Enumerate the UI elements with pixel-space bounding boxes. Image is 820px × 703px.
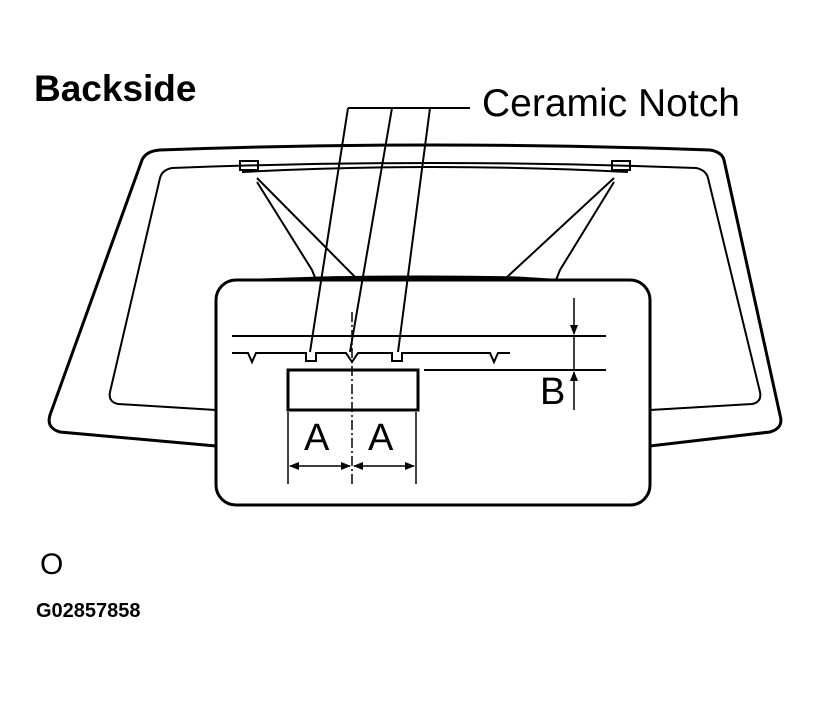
figure-id: G02857858 [36,600,141,622]
ceramic-notch-label: Ceramic Notch [482,82,740,125]
mark-symbol: O [40,548,64,581]
diagram-title: Backside [34,68,197,109]
dim-b-label: B [540,371,565,413]
top-notch-left [239,160,259,171]
top-notch-right [611,160,631,171]
detail-box [214,278,652,507]
leader-right [505,177,615,281]
bracket-rectangle [286,368,420,412]
windshield-top-line [241,166,629,173]
leader-left [256,177,361,283]
dim-a-left-label: A [304,417,330,459]
windshield-inner-left [108,162,762,411]
dim-a-right-label: A [368,417,394,459]
callout-leader [309,107,470,353]
